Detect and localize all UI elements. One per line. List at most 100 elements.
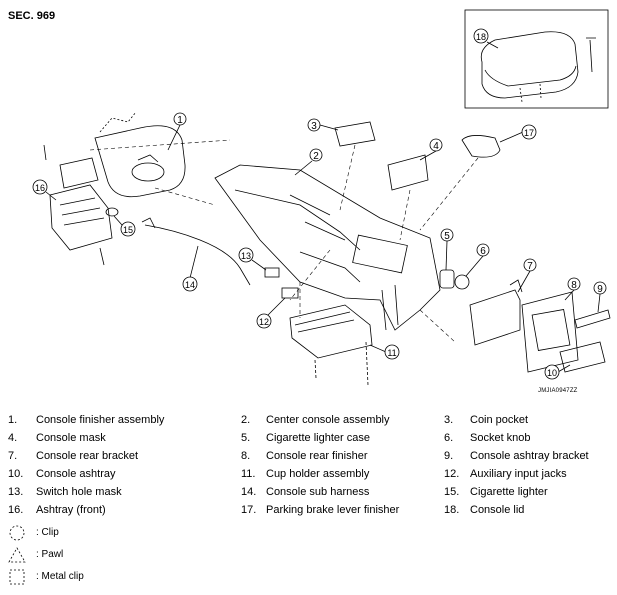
cup-holder-shape bbox=[289, 304, 373, 359]
parts-legend: 1. Console finisher assembly 2. Center cons… bbox=[0, 414, 617, 522]
symbol-label: : Metal clip bbox=[36, 571, 84, 582]
svg-text:17: 17 bbox=[524, 128, 534, 138]
legend-row: 4. Console mask 5. Cigarette lighter case 6.… bbox=[0, 432, 617, 450]
callout-1: 1 bbox=[167, 112, 187, 151]
console-finisher-shape bbox=[94, 125, 186, 198]
legend-row: 1. Console finisher assembly 2. Center cons… bbox=[0, 414, 617, 432]
svg-text:4: 4 bbox=[433, 141, 439, 152]
svg-text:1: 1 bbox=[177, 115, 183, 126]
callout-9: 9 bbox=[593, 281, 607, 313]
callout-13: 13 bbox=[238, 247, 267, 271]
svg-text:18: 18 bbox=[476, 32, 486, 42]
ashtray-front-shape bbox=[49, 184, 113, 251]
center-console-shape bbox=[214, 164, 441, 331]
part-number: 6. bbox=[444, 432, 454, 444]
part-number: 12. bbox=[444, 468, 460, 480]
rear-bracket-shape bbox=[469, 289, 521, 346]
svg-text:16: 16 bbox=[35, 183, 45, 193]
part-name: Console rear finisher bbox=[266, 450, 368, 462]
callout-17: 17 bbox=[499, 124, 537, 143]
part-name: Cup holder assembly bbox=[266, 468, 370, 480]
svg-text:15: 15 bbox=[123, 225, 133, 235]
part-number: 17. bbox=[241, 504, 257, 516]
part-name: Console mask bbox=[36, 432, 106, 444]
socket-knob-shape bbox=[454, 274, 470, 290]
callout-8: 8 bbox=[564, 277, 581, 301]
legend-row: 7. Console rear bracket 8. Console rear fin… bbox=[0, 450, 617, 468]
part-number: 5. bbox=[241, 432, 251, 444]
console-ashtray-shape bbox=[559, 341, 606, 373]
callout-3: 3 bbox=[307, 118, 339, 132]
callout-2: 2 bbox=[294, 148, 323, 176]
part-number: 8. bbox=[241, 450, 251, 462]
part-number: 4. bbox=[8, 432, 18, 444]
svg-text:6: 6 bbox=[480, 246, 486, 257]
part-name: Switch hole mask bbox=[36, 486, 122, 498]
legend-row: 10. Console ashtray 11. Cup holder assembly… bbox=[0, 468, 617, 486]
part-number: 3. bbox=[444, 414, 454, 426]
legend-row: 16.Ashtray (front)17.Parking brake lever… bbox=[0, 504, 617, 522]
callout-16: 16 bbox=[32, 179, 57, 201]
svg-text:7: 7 bbox=[527, 261, 533, 272]
callout-10: 10 bbox=[544, 364, 571, 380]
console-mask-shape bbox=[387, 154, 429, 191]
svg-text:9: 9 bbox=[597, 284, 603, 295]
part-number: 18. bbox=[444, 504, 460, 516]
svg-text:14: 14 bbox=[185, 280, 195, 290]
switch-hole-mask-shape bbox=[264, 267, 280, 278]
part-name: Console sub harness bbox=[266, 486, 370, 498]
callout-15: 15 bbox=[113, 215, 136, 237]
part-name: Coin pocket bbox=[470, 414, 529, 426]
part-number: 7. bbox=[8, 450, 18, 462]
part-name: Console lid bbox=[470, 504, 525, 516]
rear-finisher-shape bbox=[521, 291, 579, 373]
part-number: 9. bbox=[444, 450, 454, 462]
part-name: Cigarette lighter case bbox=[266, 432, 370, 444]
part-name: Console finisher assembly bbox=[36, 414, 165, 426]
callout-5: 5 bbox=[440, 228, 454, 271]
lighter-case-shape bbox=[439, 269, 455, 289]
part-name: Console rear bracket bbox=[36, 450, 139, 462]
part-name: Ashtray (front) bbox=[36, 504, 106, 516]
callout-12: 12 bbox=[256, 297, 286, 329]
symbol-label: : Pawl bbox=[36, 549, 64, 560]
part-number: 1. bbox=[8, 414, 18, 426]
part-name: Console ashtray bracket bbox=[470, 450, 589, 462]
part-number: 16. bbox=[8, 504, 24, 516]
parking-brake-finisher-shape bbox=[461, 135, 501, 158]
svg-text:3: 3 bbox=[311, 121, 317, 132]
svg-text:5: 5 bbox=[444, 231, 450, 242]
pawl-icon bbox=[8, 547, 26, 563]
exploded-diagram: 1 2 3 4 5 6 7 8 9 10 11 12 13 14 15 16 1… bbox=[32, 9, 611, 386]
part-number: 13. bbox=[8, 486, 24, 498]
callout-11: 11 bbox=[369, 344, 400, 360]
part-name: Console ashtray bbox=[36, 468, 116, 480]
part-number: 15. bbox=[444, 486, 460, 498]
callout-18: 18 bbox=[473, 28, 499, 49]
section-title: SEC. 969 bbox=[8, 10, 56, 22]
callout-4: 4 bbox=[419, 138, 443, 161]
part-number: 2. bbox=[241, 414, 251, 426]
svg-text:13: 13 bbox=[241, 251, 251, 261]
ashtray-bracket-shape bbox=[574, 309, 611, 329]
drawing-code: JMJIA0947ZZ bbox=[538, 388, 578, 394]
callout-14: 14 bbox=[182, 245, 199, 292]
part-number: 11. bbox=[241, 468, 256, 480]
coin-pocket-shape bbox=[334, 121, 376, 147]
svg-text:8: 8 bbox=[571, 280, 577, 291]
svg-text:12: 12 bbox=[259, 317, 269, 327]
svg-text:10: 10 bbox=[547, 368, 557, 378]
callout-6: 6 bbox=[465, 243, 490, 277]
svg-text:11: 11 bbox=[387, 348, 396, 358]
part-name: Cigarette lighter bbox=[470, 486, 548, 498]
aux-jacks-shape bbox=[281, 287, 299, 299]
part-number: 10. bbox=[8, 468, 24, 480]
metal-clip-icon bbox=[9, 569, 25, 585]
part-name: Center console assembly bbox=[266, 414, 390, 426]
part-name: Socket knob bbox=[470, 432, 531, 444]
part-name: Auxiliary input jacks bbox=[470, 468, 567, 480]
callout-7: 7 bbox=[517, 258, 537, 293]
clip-icon bbox=[9, 525, 25, 541]
console-lid-inset bbox=[464, 9, 609, 109]
